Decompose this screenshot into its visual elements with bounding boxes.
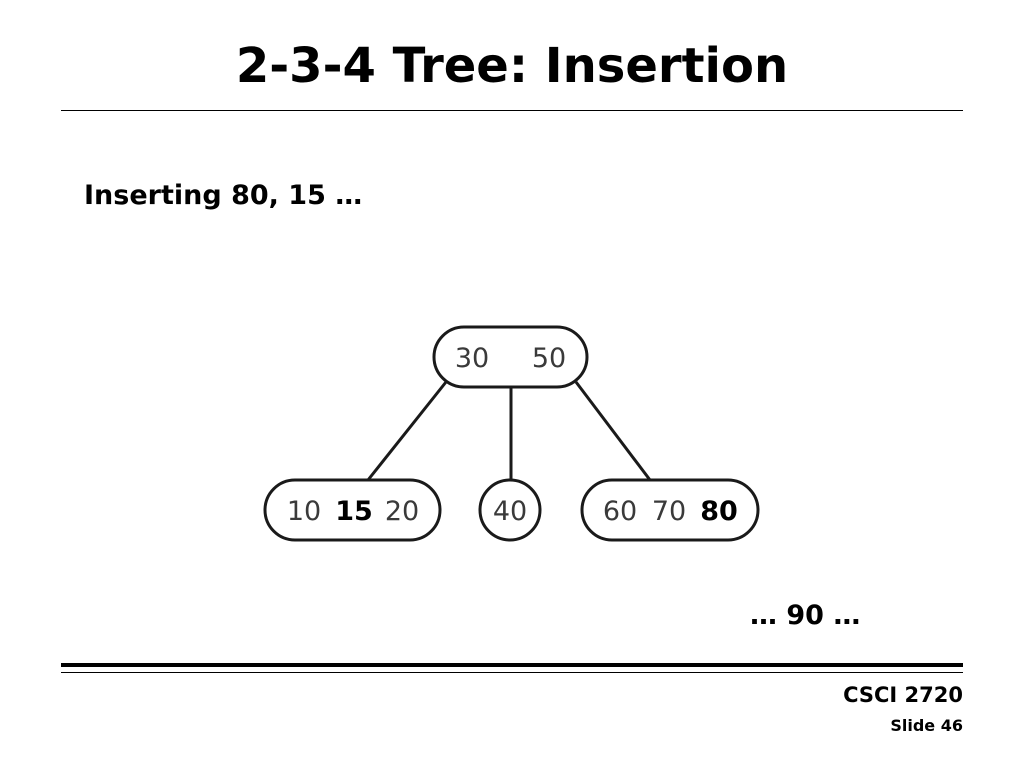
tree-edge-left bbox=[366, 381, 448, 481]
footer-divider-thin bbox=[61, 672, 963, 673]
title-divider bbox=[61, 110, 963, 111]
footer-divider-thick bbox=[61, 663, 963, 667]
node-key: 40 bbox=[493, 496, 527, 527]
course-label: CSCI 2720 bbox=[843, 683, 963, 707]
tree-edge-right bbox=[574, 381, 652, 481]
node-key: 20 bbox=[385, 496, 419, 527]
node-key: 60 bbox=[603, 496, 637, 527]
tree-node-right: 60 70 80 bbox=[580, 478, 760, 542]
next-insert-note: … 90 … bbox=[750, 600, 861, 631]
node-key: 10 bbox=[287, 496, 321, 527]
slide-title: 2-3-4 Tree: Insertion bbox=[235, 38, 789, 94]
node-key: 70 bbox=[652, 496, 686, 527]
tree-node-root: 30 50 bbox=[432, 325, 589, 389]
subtitle: Inserting 80, 15 … bbox=[84, 180, 363, 211]
node-key-inserted: 80 bbox=[700, 496, 738, 527]
tree-node-middle: 40 bbox=[478, 478, 542, 542]
node-key: 30 bbox=[455, 343, 489, 374]
node-key-inserted: 15 bbox=[335, 496, 373, 527]
slide-number: Slide 46 bbox=[890, 716, 963, 735]
node-key: 50 bbox=[532, 343, 566, 374]
tree-node-left: 10 15 20 bbox=[263, 478, 442, 542]
